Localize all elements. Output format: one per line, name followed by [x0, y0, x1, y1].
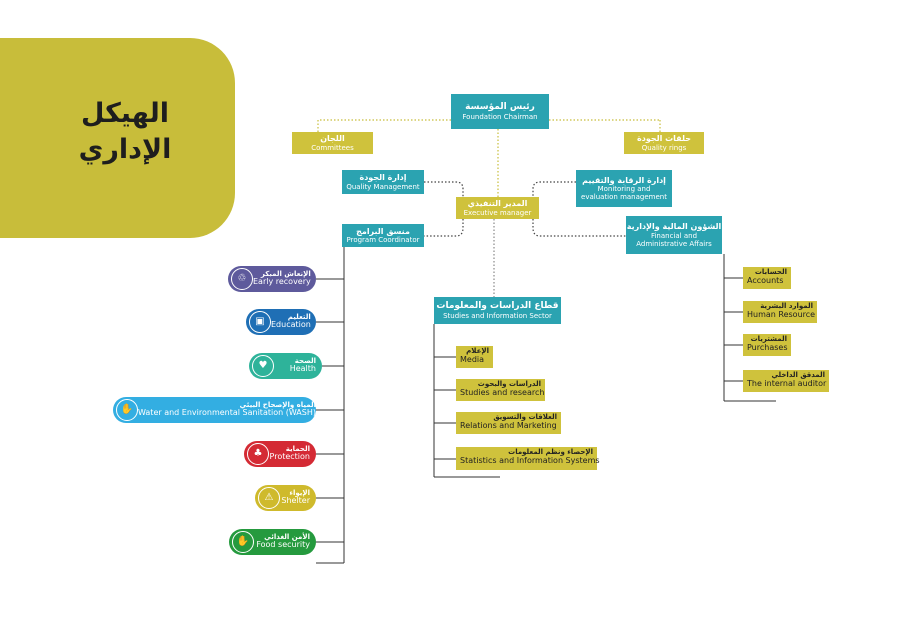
- quality-rings-label-en: Quality rings: [641, 143, 687, 152]
- studies-information-sector-box: قطاع الدراسات والمعلومات Studies and Inf…: [434, 297, 561, 324]
- program-coordinator-label-en: Program Coordinator: [346, 236, 420, 245]
- quality-rings-box: حلقات الجودة Quality rings: [624, 132, 704, 154]
- foundation-chairman-box: رئيس المؤسسة Foundation Chairman: [451, 94, 549, 129]
- chairman-label-ar: رئيس المؤسسة: [465, 102, 535, 113]
- financial-label-en-1: Financial and: [650, 231, 698, 240]
- financial-administrative-box: الشؤون المالية والإدارية Financial and A…: [626, 216, 722, 254]
- page-title: الهيكل الإداري: [78, 98, 172, 165]
- quality-management-box: إدارة الجودة Quality Management: [342, 170, 424, 194]
- shelter-icon: ⚠: [258, 487, 280, 509]
- monitoring-label-en-1: Monitoring and: [597, 185, 651, 194]
- executive-label-ar: المدير التنفيذي: [467, 199, 528, 209]
- financial-label-en-2: Administrative Affairs: [636, 239, 712, 248]
- executive-label-en: Executive manager: [463, 208, 532, 217]
- food-security-icon: ✋: [232, 531, 254, 553]
- executive-manager-box: المدير التنفيذي Executive manager: [456, 197, 539, 219]
- quality-management-label-en: Quality Management: [346, 182, 420, 191]
- early-recovery-icon: ♲: [231, 268, 253, 290]
- studies-sector-label-en: Studies and Information Sector: [443, 311, 552, 320]
- health-icon: ♥: [252, 355, 274, 377]
- studies-sector-label-ar: قطاع الدراسات والمعلومات: [436, 301, 559, 312]
- financial-label-ar: الشؤون المالية والإدارية: [626, 222, 722, 232]
- quality-management-label-ar: إدارة الجودة: [359, 173, 407, 183]
- protection-icon: ♣: [247, 443, 269, 465]
- monitoring-evaluation-box: إدارة الرقابة والتقييم Monitoring and ev…: [576, 170, 672, 207]
- committees-label-ar: اللجان: [320, 134, 345, 144]
- water-icon: ✋: [116, 399, 138, 421]
- program-coordinator-label-ar: منسق البرامج: [356, 226, 410, 236]
- monitoring-label-en-2: evaluation management: [581, 193, 667, 202]
- committees-label-en: Committees: [311, 143, 354, 152]
- chairman-label-en: Foundation Chairman: [462, 112, 538, 121]
- monitoring-label-ar: إدارة الرقابة والتقييم: [582, 175, 666, 185]
- title-banner: [0, 38, 235, 238]
- quality-rings-label-ar: حلقات الجودة: [637, 134, 691, 144]
- program-coordinator-box: منسق البرامج Program Coordinator: [342, 224, 424, 247]
- education-icon: ▣: [249, 311, 271, 333]
- committees-box: اللجان Committees: [292, 132, 373, 154]
